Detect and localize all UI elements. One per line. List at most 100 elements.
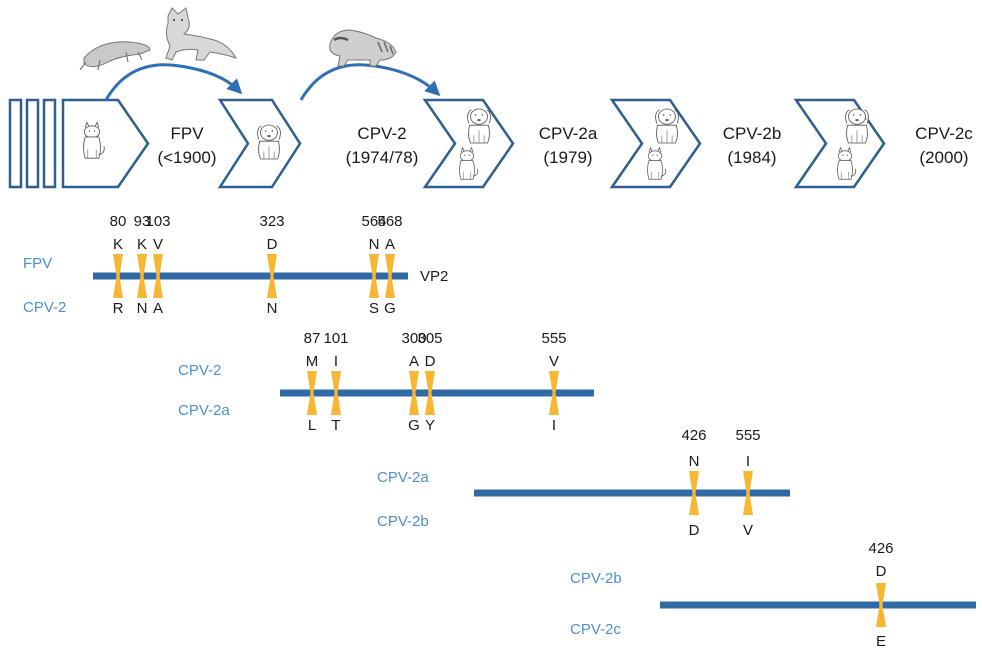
mutation-marker (267, 254, 277, 298)
stage-name: CPV-2c (915, 124, 973, 143)
mutation-marker (549, 371, 559, 415)
mutation-marker (369, 254, 379, 298)
mutation-tracks: FPVCPV-2VP280KR93KN103VA323DN564NS568AGC… (23, 213, 976, 648)
host-transfer-arrow (104, 63, 243, 101)
ancestor-bar (8, 98, 23, 189)
stage-name: CPV-2b (723, 124, 782, 143)
track-source-label: CPV-2a (377, 469, 429, 486)
stage-year: (1979) (543, 148, 592, 167)
mutation-marker (153, 254, 163, 298)
residue-to: N (137, 300, 148, 317)
mutation-position: 555 (735, 427, 760, 444)
residue-from: I (334, 353, 338, 370)
residue-to: V (743, 522, 753, 539)
host-chevron-dog-cat (422, 98, 515, 189)
mutation-position: 564 (361, 213, 386, 230)
residue-to: G (384, 300, 396, 317)
mutation-position: 300 (401, 330, 426, 347)
mutation-position: 87 (304, 330, 321, 347)
mutation-marker (385, 254, 395, 298)
mutation-position: 426 (681, 427, 706, 444)
mutation-position: 103 (145, 213, 170, 230)
mutation-marker (409, 371, 419, 415)
mutation-position: 323 (259, 213, 284, 230)
dog-icon (257, 124, 281, 160)
mutation-marker (137, 254, 147, 298)
dog-icon (467, 108, 491, 144)
mutation-marker (689, 471, 699, 515)
track-target-label: CPV-2b (377, 513, 429, 530)
stage-year: (1984) (727, 148, 776, 167)
residue-from: N (689, 453, 700, 470)
mutation-marker (331, 371, 341, 415)
residue-from: V (549, 353, 559, 370)
residue-from: A (409, 353, 419, 370)
residue-to: G (408, 417, 420, 434)
mutation-position: 568 (377, 213, 402, 230)
residue-to: A (153, 300, 163, 317)
stage-name: FPV (170, 124, 204, 143)
track-source-label: CPV-2b (570, 570, 622, 587)
residue-to: T (331, 417, 340, 434)
mutation-marker (425, 371, 435, 415)
mutation-marker (743, 471, 753, 515)
raccoon-icon (329, 29, 397, 67)
stage-year: (1974/78) (346, 148, 419, 167)
host-chevron-cat (61, 98, 150, 189)
mink-icon (79, 41, 151, 71)
stage-year: (2000) (919, 148, 968, 167)
mutation-position: 101 (323, 330, 348, 347)
residue-to: N (267, 300, 278, 317)
dog-icon (845, 108, 869, 144)
residue-from: M (306, 353, 319, 370)
residue-to: R (113, 300, 124, 317)
stage-name: CPV-2a (539, 124, 598, 143)
host-transfer-arrow (299, 63, 441, 101)
mutation-marker (876, 583, 886, 627)
mutation-position: 93 (134, 213, 151, 230)
residue-to: Y (425, 417, 435, 434)
residue-from: A (385, 236, 395, 253)
mutation-marker (113, 254, 123, 298)
residue-to: E (876, 633, 886, 648)
ancestor-bar (25, 98, 40, 189)
mutation-position: 426 (868, 540, 893, 557)
residue-from: D (876, 563, 887, 580)
residue-from: K (113, 236, 123, 253)
track-target-label: CPV-2c (570, 621, 621, 638)
residue-from: K (137, 236, 147, 253)
residue-from: D (267, 236, 278, 253)
track-source-label: FPV (23, 255, 52, 272)
track-target-label: CPV-2a (178, 402, 230, 419)
residue-from: V (153, 236, 163, 253)
track-source-label: CPV-2 (178, 362, 221, 379)
stage-chevron-row: FPV(<1900)CPV-2(1974/78)CPV-2a(1979)CPV-… (8, 7, 973, 189)
stage-year: (<1900) (157, 148, 216, 167)
mutation-position: 555 (541, 330, 566, 347)
residue-to: I (552, 417, 556, 434)
residue-from: D (425, 353, 436, 370)
dog-icon (655, 108, 679, 144)
fox-icon (165, 7, 238, 61)
protein-label: VP2 (420, 268, 448, 285)
mutation-site: 80K R (110, 213, 127, 317)
residue-to: S (369, 300, 379, 317)
track-target-label: CPV-2 (23, 299, 66, 316)
mutation-position: 80 (110, 213, 127, 230)
residue-from: I (746, 453, 750, 470)
mutation-site: 93K N (134, 213, 151, 317)
